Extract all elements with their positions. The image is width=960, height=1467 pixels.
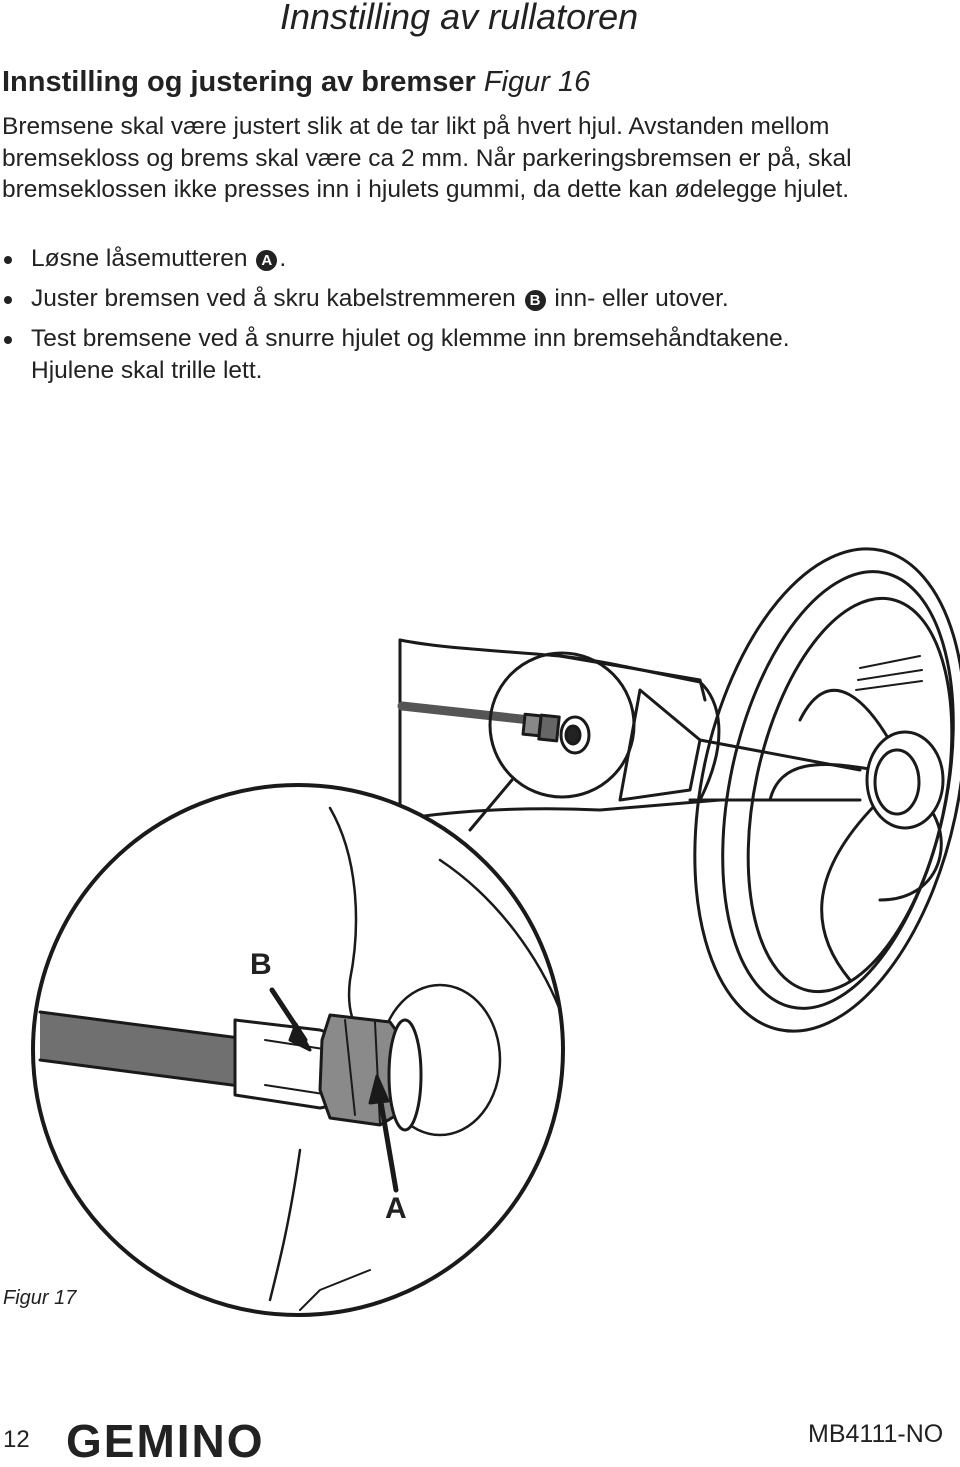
intro-line: bremsekloss og brems skal være ca 2 mm. … [2,144,852,172]
section-heading: Innstilling og justering av bremser Figu… [2,66,590,99]
instruction-text: Test bremsene ved å snurre hjulet og kle… [31,325,790,352]
svg-text:GEMINO: GEMINO [66,1418,265,1462]
callout-badge-a: A [256,250,278,271]
callout-label-b: B [250,948,272,981]
bullet-icon [4,296,12,304]
wheel-drawing [693,547,960,1033]
figure-reference: Figur 16 [483,66,591,98]
cable-detail-small [397,701,591,755]
instruction-text: Løsne låsemutteren [31,245,248,272]
instruction-text-end: . [279,245,287,272]
page-header-title: Innstilling av rullatoren [280,0,639,37]
section-heading-text: Innstilling og justering av bremser [2,66,476,98]
gemino-logo-icon: GEMINO [66,1415,265,1467]
instruction-list: Løsne låsemutteren A. Juster bremsen ved… [0,243,950,395]
instruction-text: Juster bremsen ved å skru kabelstremmere… [31,285,516,312]
instruction-item: Løsne låsemutteren A. [0,243,950,275]
document-code: MB4111-NO [808,1420,944,1448]
callout-label-a: A [385,1192,407,1225]
instruction-item: Test bremsene ved å snurre hjulet og kle… [0,323,950,387]
intro-line: bremseklossen ikke presses inn i hjulets… [2,176,850,203]
intro-paragraph: Bremsene skal være justert slik at de ta… [2,111,952,206]
instruction-text-line2: Hjulene skal trille lett. [31,357,263,384]
figure-caption: Figur 17 [3,1287,77,1309]
instruction-item: Juster bremsen ved å skru kabelstremmere… [0,283,950,315]
bullet-icon [4,336,12,344]
callout-badge-b: B [524,290,546,311]
page-number: 12 [3,1426,30,1453]
brand-logo: GEMINO [66,1415,316,1467]
instruction-text-end: inn- eller utover. [547,285,729,312]
bullet-icon [4,256,12,264]
intro-line: Bremsene skal være justert slik at de ta… [2,113,830,140]
